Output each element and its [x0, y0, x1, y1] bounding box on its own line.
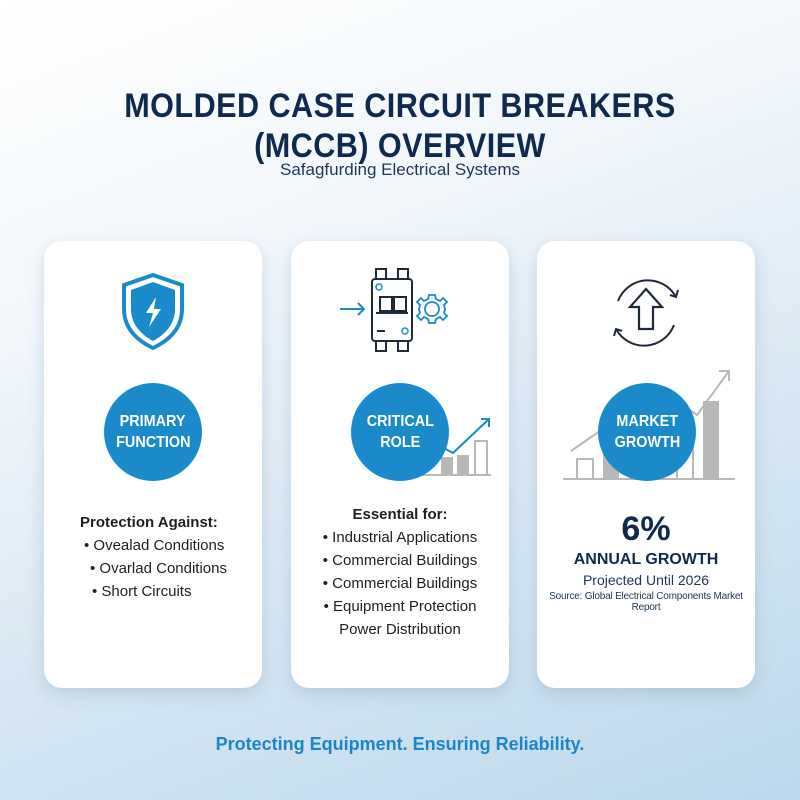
badge-line-1: MARKET: [616, 413, 678, 430]
growth-projection: Projected Until 2026: [582, 572, 710, 588]
list-heading: Essential for:: [352, 506, 448, 523]
list-item: • Short Circuits: [92, 583, 192, 600]
list-item: • Commercial Buildings: [322, 552, 478, 569]
cycle-arrow-up-icon: [537, 271, 755, 371]
growth-stat: 6% ANNUAL GROWTH Projected Until 2026 So…: [537, 509, 755, 613]
growth-label: ANNUAL GROWTH: [573, 551, 719, 568]
card-primary-function: PRIMARY FUNCTION Protection Against: • O…: [44, 241, 262, 688]
growth-source: Source: Global Electrical Components Mar…: [549, 591, 743, 613]
badge-line-2: ROLE: [379, 434, 420, 451]
protection-list: Protection Against: • Ovealad Conditions…: [44, 511, 262, 603]
footer-tagline: Protecting Equipment. Ensuring Reliabili…: [215, 734, 585, 754]
list-item: • Industrial Applications: [322, 529, 478, 546]
list-item: • Commercial Buildings: [322, 575, 478, 592]
list-item: • Ovarlad Conditions: [90, 560, 227, 577]
shield-lightning-icon: [44, 271, 262, 371]
badge-line-1: CRITICAL: [366, 413, 434, 430]
badge-line-2: FUNCTION: [115, 434, 191, 451]
page-subtitle: Safagfurding Electrical Systems: [280, 160, 520, 179]
card-market-growth: MARKET GROWTH 6% ANNUAL GROWTH Projected…: [537, 241, 755, 688]
growth-percentage: 6%: [621, 510, 671, 548]
circuit-breaker-gear-icon: [291, 267, 509, 367]
badge-market-growth: MARKET GROWTH: [598, 383, 696, 481]
badge-critical-role: CRITICAL ROLE: [351, 383, 449, 481]
card-critical-role: CRITICAL ROLE Essential for: • Industria…: [291, 241, 509, 688]
list-heading: Protection Against:: [80, 514, 218, 531]
badge-line-2: GROWTH: [614, 434, 680, 451]
page-title: MOLDED CASE CIRCUIT BREAKERS (MCCB) OVER…: [40, 86, 760, 166]
title-line-2: (MCCB) OVERVIEW: [254, 127, 546, 165]
applications-list: Essential for: • Industrial Applications…: [291, 503, 509, 641]
list-item: Power Distribution: [339, 621, 461, 638]
list-item: • Equipment Protection: [323, 598, 477, 615]
title-line-1: MOLDED CASE CIRCUIT BREAKERS: [124, 87, 676, 125]
badge-primary-function: PRIMARY FUNCTION: [104, 383, 202, 481]
list-item: • Ovealad Conditions: [84, 537, 225, 554]
badge-line-1: PRIMARY: [120, 413, 186, 430]
